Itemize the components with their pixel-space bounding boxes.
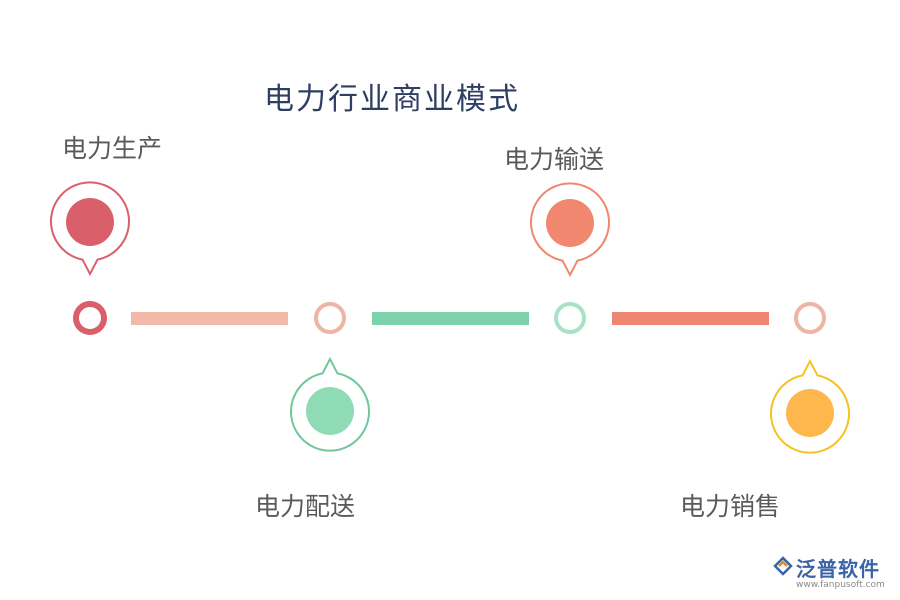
timeline-node-3	[554, 302, 586, 334]
pin-marker-1	[50, 181, 130, 277]
timeline-node-2	[314, 302, 346, 334]
timeline-node-1	[73, 301, 107, 335]
connector-bar-2	[372, 312, 529, 325]
connector-bar-3	[612, 312, 769, 325]
pin-dot-3	[546, 199, 594, 247]
logo-name: 泛普软件	[796, 557, 880, 581]
stage-label-3: 电力输送	[504, 145, 605, 174]
pin-marker-4	[770, 358, 850, 454]
brand-logo: 泛普软件 www.fanpusoft.com	[772, 553, 894, 597]
connector-bar-1	[131, 312, 288, 325]
timeline-node-4	[794, 302, 826, 334]
pin-dot-2	[306, 387, 354, 435]
logo-mark-icon	[773, 556, 793, 576]
stage-label-2: 电力配送	[255, 492, 356, 521]
page-title: 电力行业商业模式	[264, 82, 520, 117]
stage-label-4: 电力销售	[680, 492, 781, 521]
pin-dot-1	[66, 198, 114, 246]
pin-marker-3	[530, 182, 610, 278]
pin-marker-2	[290, 356, 370, 452]
pin-dot-4	[786, 389, 834, 437]
logo-url: www.fanpusoft.com	[796, 580, 885, 590]
stage-label-1: 电力生产	[62, 134, 163, 163]
